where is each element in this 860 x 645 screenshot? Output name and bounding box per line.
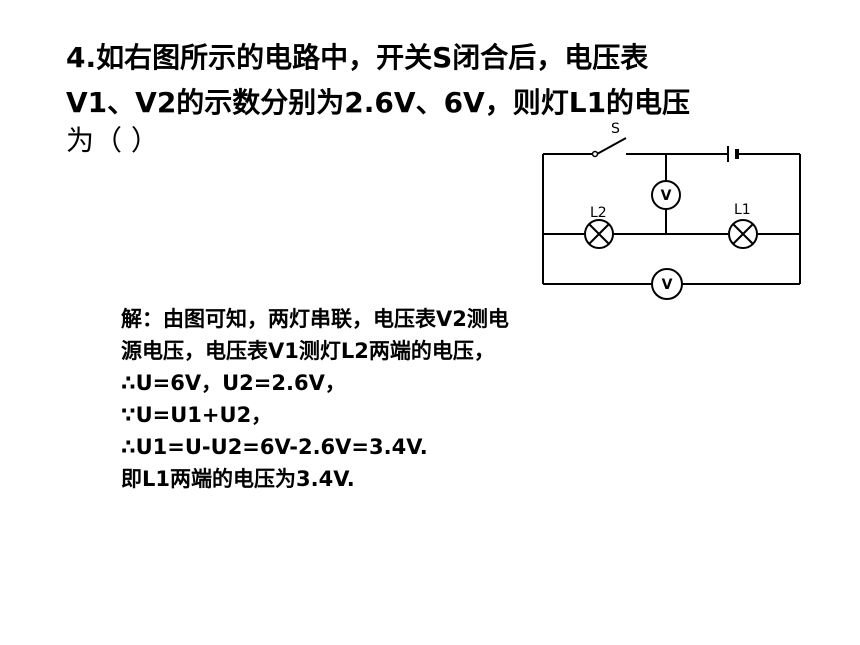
- solution-line: 源电压，电压表V1测灯L2两端的电压，: [121, 339, 495, 363]
- question-line-3: 为（ ）: [66, 124, 159, 157]
- lamp-l1-label: L1: [734, 202, 751, 218]
- solution-block: 解：由图可知，两灯串联，电压表V2测电 源电压，电压表V1测灯L2两端的电压， …: [121, 303, 509, 495]
- circuit-diagram: S L2 L1 V V: [542, 121, 801, 300]
- switch-blade: [596, 137, 627, 155]
- lamp-l1: [728, 219, 758, 249]
- switch-label: S: [611, 121, 620, 137]
- voltmeter-v1: [651, 180, 681, 210]
- voltmeter-v2-label: V: [662, 277, 673, 293]
- solution-line: ∴U=6V，U2=2.6V，: [121, 371, 346, 395]
- lamp-l2-label: L2: [590, 205, 607, 221]
- solution-line: ∴U1=U-U2=6V-2.6V=3.4V.: [121, 435, 428, 459]
- voltmeter-v2: [651, 268, 683, 300]
- solution-line: 即L1两端的电压为3.4V.: [121, 467, 355, 491]
- solution-line: 解：由图可知，两灯串联，电压表V2测电: [121, 307, 509, 331]
- lamp-l2: [584, 219, 614, 249]
- switch-terminal: [591, 150, 599, 158]
- question-line-2: V1、V2的示数分别为2.6V、6V，则灯L1的电压: [66, 86, 691, 119]
- question-line-1: 4.如右图所示的电路中，开关S闭合后，电压表: [66, 41, 649, 74]
- voltmeter-v1-label: V: [661, 188, 672, 204]
- solution-line: ∵U=U1+U2，: [121, 403, 273, 427]
